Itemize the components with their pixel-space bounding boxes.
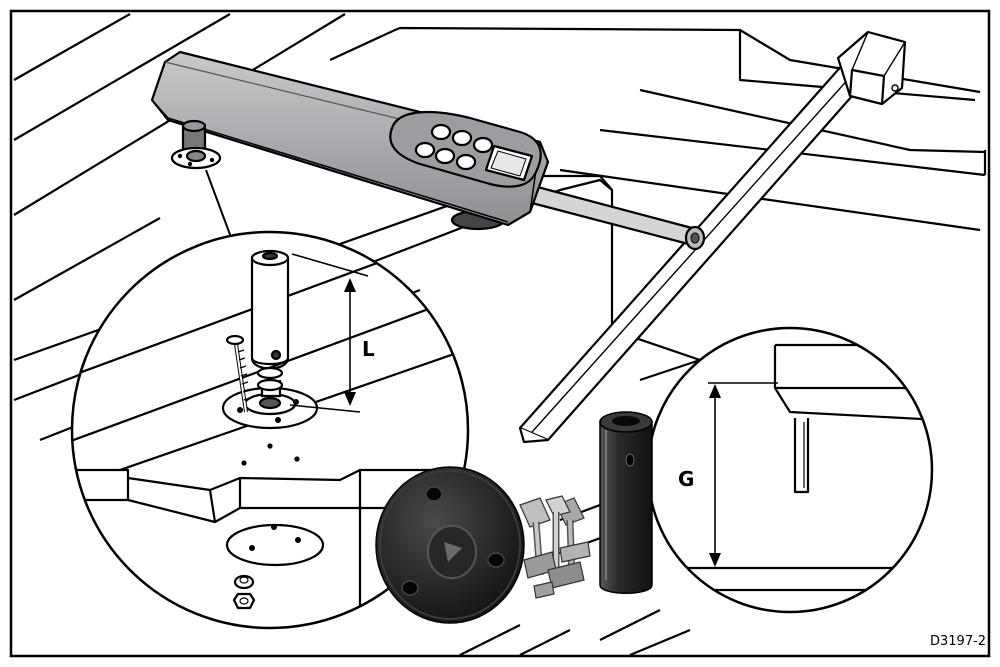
extension-tube bbox=[599, 411, 653, 594]
detail-leader-line bbox=[205, 169, 233, 241]
length-dimension-label: L bbox=[362, 337, 375, 361]
gap-dimension-label: G bbox=[678, 467, 694, 491]
tillerpilot-unit bbox=[150, 50, 706, 251]
gap-detail-circle: G bbox=[646, 326, 934, 614]
figure-code: D3197-2 bbox=[930, 634, 986, 649]
mounting-socket-disc bbox=[375, 466, 525, 624]
bolts-and-nuts bbox=[519, 495, 591, 599]
tiller-arm bbox=[518, 30, 907, 444]
